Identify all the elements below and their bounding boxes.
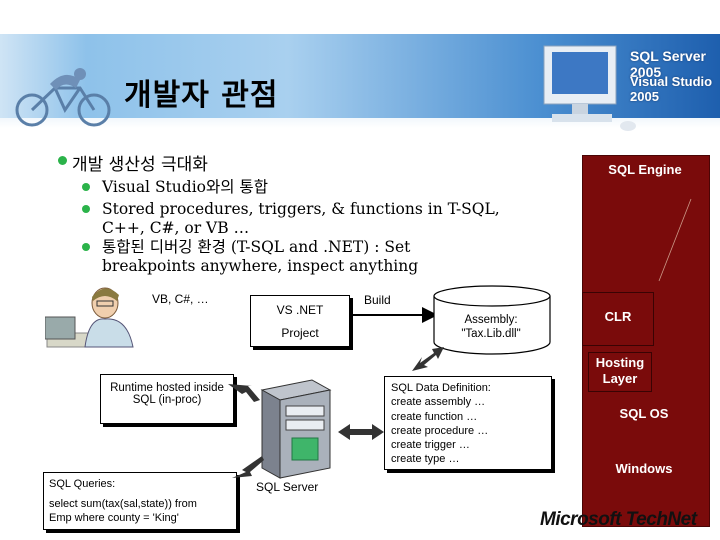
ddl-line: create type … <box>391 453 460 466</box>
ddl-line: create procedure … <box>391 424 489 437</box>
sqlos-label: SQL OS <box>619 406 669 421</box>
main-bullet: 개발 생산성 극대화 <box>72 155 208 175</box>
sql-queries-box: SQL Queries: select sum(tax(sal,state)) … <box>43 472 237 530</box>
ddl-line: create function … <box>391 410 478 423</box>
ddl-line: create assembly … <box>391 396 486 409</box>
server-runtime-arrow <box>228 384 260 402</box>
assembly-cylinder <box>433 285 551 355</box>
clr-label: CLR <box>604 309 632 324</box>
ddl-box: SQL Data Definition: create assembly … c… <box>384 376 552 470</box>
queries-title: SQL Queries: <box>49 478 116 490</box>
ddl-line: create trigger … <box>391 439 470 452</box>
build-label: Build <box>364 293 391 307</box>
assembly-ddl-arrow <box>412 347 444 371</box>
clr-layer: CLR <box>582 292 654 346</box>
product-artwork: SQL Server 2005 Visual Studio 2005 <box>538 40 720 140</box>
bullet-dot <box>58 156 67 165</box>
runtime-line2: SQL (in-proc) <box>132 394 202 406</box>
bullet-dot <box>82 183 90 191</box>
developer-icon <box>45 287 134 348</box>
visual-studio-brand: Visual Studio 2005 <box>630 74 713 104</box>
server-ddl-arrow <box>338 424 384 440</box>
hosting-label: Hosting Layer <box>595 355 645 386</box>
ddl-line: SQL Data Definition: <box>391 382 491 394</box>
query-line: select sum(tax(sal,state)) from <box>49 498 197 510</box>
vs-net-label: VS .NET <box>276 303 324 317</box>
hosting-layer: Hosting Layer <box>588 352 652 392</box>
assembly-label: Assembly: <box>464 314 518 326</box>
assembly-file-label: "Tax.Lib.dll" <box>461 328 521 340</box>
vs-net-project-box: VS .NET Project <box>250 295 350 347</box>
sub-bullet-1: Visual Studio와의 통합 <box>102 178 268 196</box>
runtime-box: Runtime hosted inside SQL (in-proc) <box>100 374 234 424</box>
engine-title: SQL Engine <box>608 162 682 177</box>
query-line: Emp where county = 'King' <box>49 512 179 524</box>
technet-logo: Microsoft TechNet <box>540 509 697 530</box>
languages-label: VB, C#, … <box>152 292 209 306</box>
bullet-dot <box>82 205 90 213</box>
server-queries-arrow <box>232 456 264 478</box>
cyclist-image <box>15 68 111 127</box>
computer-icon <box>543 45 636 131</box>
sub-bullet-2: Stored procedures, triggers, & functions… <box>102 200 500 218</box>
build-arrow <box>352 307 438 323</box>
engine-decoration <box>658 198 692 282</box>
sub-bullet-3: 통합된 디버깅 환경 (T-SQL and .NET) : Set <box>102 238 411 256</box>
server-icon <box>260 379 332 479</box>
project-label: Project <box>281 326 319 340</box>
sql-server-brand: SQL Server 2005 <box>630 48 707 80</box>
sql-server-label: SQL Server <box>256 480 319 494</box>
runtime-line1: Runtime hosted inside <box>110 382 224 394</box>
windows-label: Windows <box>615 461 673 476</box>
sub-bullet-2-cont: C++, C#, or VB … <box>102 219 250 237</box>
sub-bullet-3-cont: breakpoints anywhere, inspect anything <box>102 257 419 275</box>
page-title: 개발자 관점 <box>124 78 279 113</box>
bullet-dot <box>82 243 90 251</box>
